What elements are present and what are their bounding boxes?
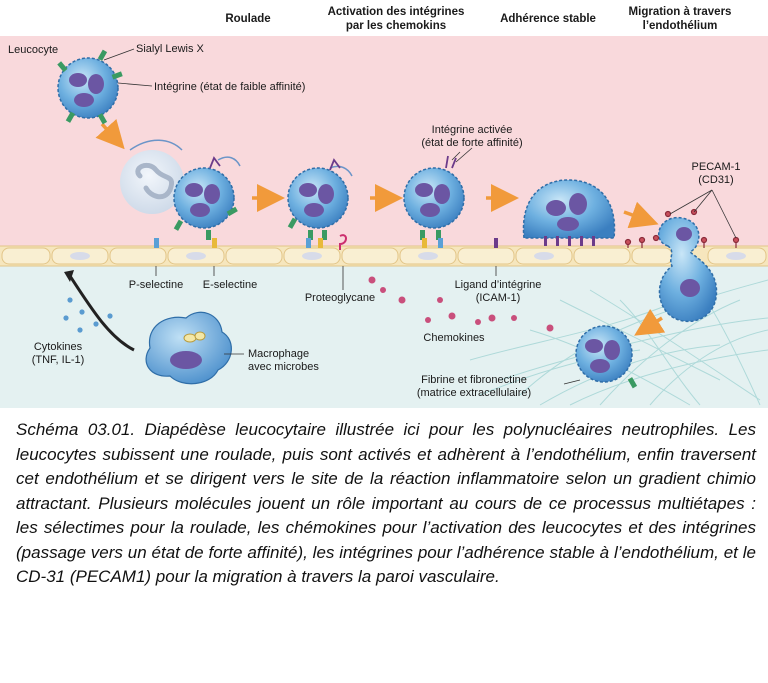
header-migration-line1: Migration à travers — [629, 6, 732, 18]
endothelium — [0, 245, 768, 267]
label-p-selectine: P-selectine — [129, 279, 183, 291]
receptor-leader-lines — [155, 266, 497, 290]
chemokines — [368, 276, 554, 332]
label-macrophage-line1: Macrophage — [248, 348, 309, 360]
leukocyte-migrating — [657, 216, 718, 323]
pecam-leader-lines — [669, 189, 737, 239]
leukocyte-adherent — [522, 179, 616, 246]
label-fibrine-line2: (matrice extracellulaire) — [417, 387, 531, 399]
header-adherence: Adhérence stable — [500, 13, 596, 25]
label-integrine-activee-line1: Intégrine activée — [432, 124, 513, 136]
label-integrine-activee-line2: (état de forte affinité) — [421, 137, 522, 149]
pecam-molecules — [624, 208, 740, 248]
header-roulade: Roulade — [225, 13, 270, 25]
vessel-lumen — [0, 36, 768, 248]
label-cytokines-line1: Cytokines — [34, 341, 83, 353]
flow-arrows — [95, 119, 666, 336]
label-ligand-integrine-line2: (ICAM-1) — [476, 292, 521, 304]
header-activation-line2: par les chemokins — [346, 20, 446, 32]
label-pecam-line2: (CD31) — [698, 174, 733, 186]
ghost-leukocyte — [120, 150, 184, 214]
macrophage — [145, 311, 232, 385]
label-e-selectine: E-selectine — [203, 279, 257, 291]
header-band — [0, 0, 768, 36]
label-fibrine-line1: Fibrine et fibronectine — [421, 374, 527, 386]
cytokines — [63, 297, 113, 333]
label-chemokines: Chemokines — [423, 332, 485, 344]
figure-caption: Schéma 03.01. Diapédèse leucocytaire ill… — [16, 420, 756, 586]
integrine-activee-leader — [455, 147, 473, 163]
leukocyte-free — [57, 48, 153, 125]
header-activation-line1: Activation des intégrines — [328, 6, 465, 18]
label-macrophage-line2: avec microbes — [248, 361, 319, 373]
rolling-arrows — [129, 139, 353, 177]
fibrine-leader — [563, 379, 581, 385]
leukocyte-activating — [287, 158, 349, 240]
endothelial-receptors — [154, 234, 498, 250]
cytokine-arrow — [68, 275, 135, 352]
label-pecam-line1: PECAM-1 — [692, 161, 741, 173]
label-ligand-integrine-line1: Ligand d’intégrine — [455, 279, 542, 291]
label-leucocyte: Leucocyte — [8, 44, 58, 56]
leukocyte-rolling — [173, 156, 238, 240]
header-migration-line2: l’endothélium — [643, 20, 718, 32]
label-cytokines-line2: (TNF, IL-1) — [32, 354, 85, 366]
leukocyte-in-tissue — [575, 325, 638, 389]
leukocyte-activated — [403, 151, 465, 240]
label-sialyl-lewis-x: Sialyl Lewis X — [136, 43, 205, 55]
label-proteoglycane: Proteoglycane — [305, 292, 375, 304]
label-integrine-faible: Intégrine (état de faible affinité) — [154, 81, 305, 93]
diapedesis-figure: Roulade Activation des intégrines par le… — [0, 0, 768, 408]
cytokine-arrowhead — [64, 270, 74, 282]
